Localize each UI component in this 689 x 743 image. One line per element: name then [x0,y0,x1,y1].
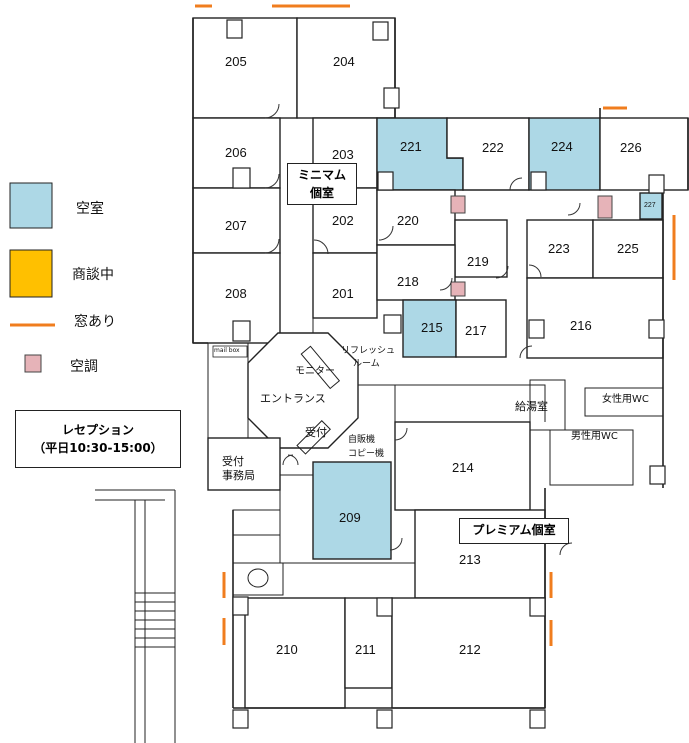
corridor-east [358,384,546,422]
legend-aircon-swatch [24,354,42,373]
kitchenette [529,379,566,431]
minimum-label-line2: 個室 [309,186,334,200]
room-210[interactable] [244,597,346,709]
legend-vacant-swatch [9,182,53,229]
reception-counter [296,420,331,455]
reception-title: レセプション [61,423,134,437]
reception-office[interactable] [207,437,281,491]
reception-hours: （平日10:30-15:00） [33,441,163,455]
aircon-218 [450,281,466,297]
aircon-225 [597,195,613,219]
door-swings [264,103,581,556]
room-223[interactable] [526,219,594,279]
legend-aircon-label: 空調 [70,359,98,375]
room-227[interactable] [639,192,663,220]
mailbox[interactable] [212,345,248,358]
room-214[interactable] [394,421,531,511]
entrance-hall[interactable] [247,332,359,449]
minimum-room-label: ミニマム 個室 [287,163,357,205]
staircase [95,489,176,743]
room-226[interactable] [599,117,689,191]
room-205[interactable] [192,17,298,119]
aircon-220 [450,195,466,214]
room-216[interactable] [526,277,664,359]
room-209[interactable] [312,461,392,560]
premium-room-label: プレミアム個室 [459,518,569,544]
room-201[interactable] [312,252,378,319]
legend-negotiating-swatch [9,249,53,298]
reception-info: レセプション （平日10:30-15:00） [15,410,181,468]
legend-negotiating-label: 商談中 [72,267,114,283]
room-207[interactable] [192,187,281,254]
columns [226,19,666,729]
dining-table [247,568,269,588]
room-212[interactable] [391,597,546,709]
dining-area [232,562,284,596]
minimum-label-line1: ミニマム [297,168,346,182]
monitor [300,345,341,390]
room-211[interactable] [344,597,393,689]
room-225[interactable] [592,219,664,279]
room-217[interactable] [455,299,507,358]
room-218[interactable] [376,244,456,301]
legend-window-label: 窓あり [74,314,116,330]
wc-female [584,387,664,417]
storage-a [232,509,281,536]
corridor-west [279,117,314,334]
room-215[interactable] [402,299,457,358]
wc-male [549,429,634,486]
corridor-south [279,474,416,598]
legend-vacant-label: 空室 [76,201,104,217]
room-219[interactable] [454,219,508,278]
